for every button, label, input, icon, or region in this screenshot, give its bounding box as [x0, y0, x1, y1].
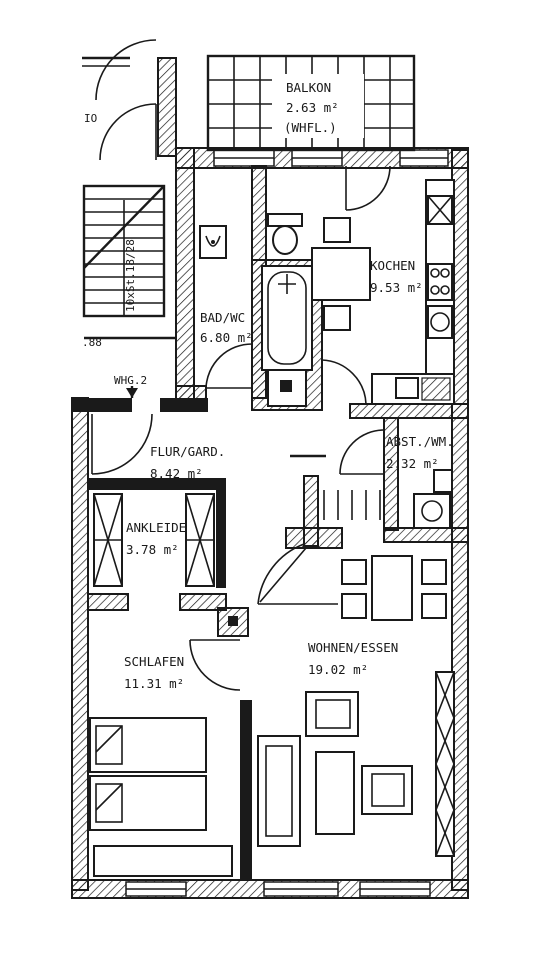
windows-bottom	[125, 881, 431, 897]
room-area-kochen: 9.53 m²	[370, 280, 423, 295]
dressing-room	[87, 493, 338, 637]
room-name-kochen: KOCHEN	[370, 258, 415, 273]
storage-room	[323, 417, 469, 543]
room-name-wohnen: WOHNEN/ESSEN	[308, 640, 398, 655]
room-area-flur: 8.42 m²	[150, 466, 203, 481]
room-name-ankleide: ANKLEIDE	[126, 520, 186, 535]
balcony	[206, 54, 416, 152]
room-note-balkon: (WHFL.)	[284, 120, 337, 135]
apartment-label: WHG.2	[114, 374, 147, 387]
windows-top	[213, 149, 449, 167]
bathroom	[175, 165, 323, 411]
room-area-abst: 2.32 m²	[386, 456, 439, 471]
living-room	[257, 555, 455, 857]
room-name-balkon: BALKON	[286, 80, 331, 95]
hallway	[88, 413, 385, 588]
room-name-bad: BAD/WC	[200, 310, 245, 325]
stairwell	[82, 39, 177, 340]
bedroom	[89, 639, 252, 880]
stair-label: 10xSt.18/28	[124, 239, 137, 312]
room-area-balkon: 2.63 m²	[286, 100, 339, 115]
room-name-abst: ABST./WM.	[386, 434, 454, 449]
room-name-flur: FLUR/GARD.	[150, 444, 225, 459]
room-area-schlafen: 11.31 m²	[124, 676, 184, 691]
entry-arrow-icon	[126, 386, 138, 398]
top-left-label: IO	[84, 112, 97, 125]
room-area-wohnen: 19.02 m²	[308, 662, 368, 677]
room-area-ankleide: 3.78 m²	[126, 542, 179, 557]
room-name-schlafen: SCHLAFEN	[124, 654, 184, 669]
room-area-bad: 6.80 m²	[200, 330, 253, 345]
kitchen	[311, 165, 469, 419]
dimension-label: .88	[82, 336, 102, 349]
